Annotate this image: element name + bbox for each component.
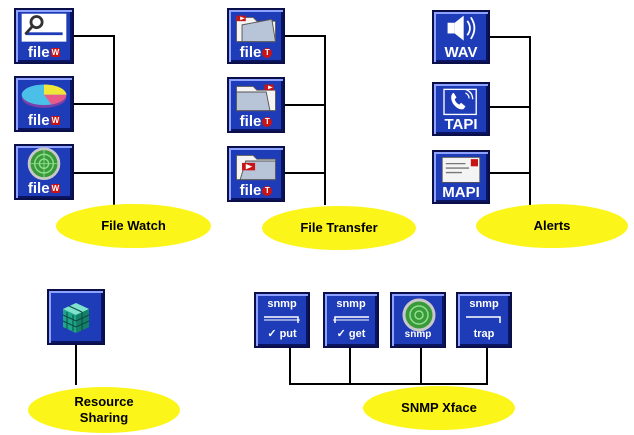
- icon-caption: WAV: [444, 44, 478, 61]
- file-watch-label: File Watch: [56, 204, 211, 248]
- snmp-trap-icon[interactable]: snmp trap: [456, 292, 512, 348]
- connector: [289, 348, 291, 384]
- resource-sharing-label: Resource Sharing: [28, 387, 180, 433]
- group-label: File Transfer: [300, 220, 378, 235]
- magnifier-document-icon: [21, 13, 67, 42]
- icon-caption: snmp: [404, 329, 432, 340]
- connector: [74, 172, 114, 174]
- file-transfer-label: File Transfer: [262, 206, 416, 250]
- group-label: Resource Sharing: [74, 394, 134, 425]
- envelope-icon: [441, 156, 481, 183]
- icon-caption: ✓ put: [267, 328, 297, 340]
- icon-caption: file: [27, 180, 50, 197]
- pie-chart-icon: [21, 84, 67, 108]
- connector: [490, 106, 530, 108]
- connector: [349, 348, 351, 384]
- radar-icon: [27, 147, 61, 180]
- snmp-put-icon[interactable]: snmp ✓ put: [254, 292, 310, 348]
- icon-caption: file: [239, 182, 262, 199]
- icon-caption: TAPI: [444, 116, 478, 133]
- icon-caption: file: [27, 44, 50, 61]
- snmp-top-label: snmp: [267, 298, 297, 310]
- connector: [75, 345, 77, 385]
- snmp-get-icon[interactable]: snmp ✓ get: [323, 292, 379, 348]
- connector: [490, 172, 530, 174]
- icon-caption: file: [27, 112, 50, 129]
- t-badge: T: [262, 186, 273, 196]
- arrow-icon: [466, 316, 501, 323]
- snmp-radar-icon[interactable]: snmp: [390, 292, 446, 348]
- icon-caption: file: [239, 44, 262, 61]
- alerts-label: Alerts: [476, 204, 628, 248]
- snmp-top-label: snmp: [336, 298, 366, 310]
- snmp-top-label: snmp: [469, 298, 499, 310]
- t-badge: T: [262, 48, 273, 58]
- arrow-icon: [333, 316, 369, 323]
- connector: [420, 348, 422, 384]
- alerts-tapi-icon[interactable]: TAPI: [432, 82, 490, 136]
- connector: [490, 36, 530, 38]
- icon-caption: MAPI: [442, 184, 480, 201]
- w-badge: W: [50, 184, 61, 193]
- phone-icon: [443, 88, 477, 116]
- w-badge: W: [50, 116, 61, 125]
- folder-share-icon: [235, 154, 277, 181]
- icon-caption: trap: [473, 328, 495, 340]
- connector: [285, 104, 325, 106]
- connector: [113, 35, 115, 205]
- connector: [74, 35, 114, 37]
- alerts-wav-icon[interactable]: WAV: [432, 10, 490, 64]
- radar-icon: [402, 298, 436, 332]
- t-badge: T: [262, 117, 273, 127]
- connector: [529, 36, 531, 208]
- alerts-mapi-icon[interactable]: MAPI: [432, 150, 490, 204]
- resource-sharing-icon[interactable]: [47, 289, 105, 345]
- folder-send-icon: [235, 15, 277, 43]
- connector: [289, 383, 488, 385]
- speaker-icon: [447, 15, 476, 41]
- connector: [74, 103, 114, 105]
- w-badge: W: [50, 48, 61, 57]
- icon-caption: ✓ get: [336, 328, 366, 340]
- arrow-icon: [264, 316, 300, 323]
- connector: [285, 172, 325, 174]
- cube-grid-icon: [62, 303, 90, 333]
- icon-caption: file: [239, 113, 262, 130]
- snmp-xface-label: SNMP Xface: [363, 386, 515, 430]
- group-label: Alerts: [533, 218, 571, 233]
- group-label: File Watch: [101, 218, 166, 233]
- folder-receive-icon: [235, 84, 277, 112]
- connector: [324, 35, 326, 205]
- connector: [285, 35, 325, 37]
- group-label: SNMP Xface: [401, 400, 477, 415]
- connector: [486, 348, 488, 384]
